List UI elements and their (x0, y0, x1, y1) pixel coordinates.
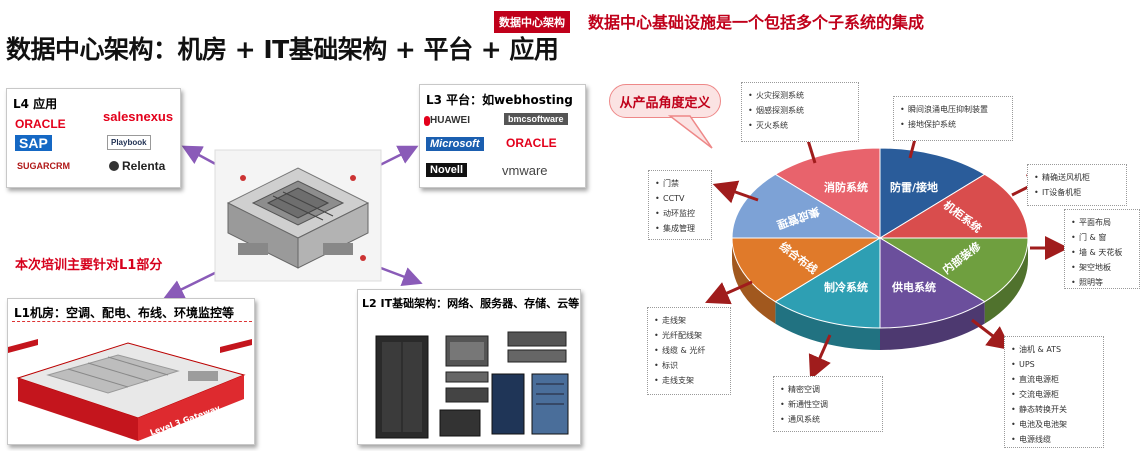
arrow-cabling (705, 280, 753, 305)
pie-label-fire: 消防系统 (824, 180, 868, 194)
pie-label-power: 供电系统 (891, 280, 936, 294)
list-item: 静态转换开关 (1011, 402, 1097, 417)
relenta-logo: Relenta (122, 159, 166, 173)
decoration-list-box: 平面布局 门 & 窗 墙 & 天花板 架空地板 照明等 (1064, 209, 1140, 290)
list-item: 线缆 & 光纤 (654, 343, 724, 358)
l1-card: L1机房：空调、配电、布线、环境监控等 Level 3 Gateway (7, 298, 255, 445)
pie-slice-fire (774, 147, 881, 239)
list-item: 光纤配线架 (654, 328, 724, 343)
fire-list-box: 火灾探测系统 烟感探测系统 灭火系统 (741, 82, 859, 142)
section-tag: 数据中心架构 (494, 11, 570, 33)
list-item: UPS (1011, 357, 1097, 372)
pie-slice-cabinet (878, 173, 1029, 239)
list-item: 直流电源柜 (1011, 372, 1097, 387)
pie-side-decoration (984, 238, 1028, 324)
list-item: 门 & 窗 (1071, 230, 1133, 245)
l1-floorplan-illustration (8, 339, 252, 441)
list-item: 电源线缆 (1011, 432, 1097, 447)
list-item: CCTV (655, 191, 705, 206)
huawei-logo: HUAWEI (430, 115, 470, 126)
pie-side-power (880, 301, 985, 350)
list-item: 新通性空调 (780, 397, 876, 412)
l4-title: L4 应用 (13, 97, 58, 111)
management-list-box: 门禁 CCTV 动环监控 集成管理 (648, 170, 712, 240)
list-item: 通风系统 (780, 412, 876, 427)
pie-side-cabling (732, 238, 776, 324)
l1-title: L1机房：空调、配电、布线、环境监控等 (14, 306, 234, 320)
huawei-icon (424, 116, 430, 126)
pie-tops (731, 147, 1029, 329)
arrow-management (712, 180, 759, 204)
section-subtitle: 数据中心基础设施是一个包括多个子系统的集成 (588, 13, 925, 32)
power-list-box: 油机 & ATS UPS 直流电源柜 交流电源柜 静态转换开关 电池及电池架 电… (1004, 336, 1104, 448)
sugarcrm-logo: SUGARCRM (17, 161, 70, 171)
datacenter-illustration (214, 149, 382, 282)
list-item: 动环监控 (655, 206, 705, 221)
list-item: 灭火系统 (748, 118, 852, 133)
pie-side-cooling (775, 301, 880, 350)
pie-slice-lightning (879, 147, 986, 239)
list-item: 平面布局 (1071, 215, 1133, 230)
bubble-tail (668, 115, 713, 149)
vmware-logo: vmware (502, 163, 548, 178)
list-item: 精密空调 (780, 382, 876, 397)
list-item: 电池及电池架 (1011, 417, 1097, 432)
list-item: 瞬间浪涌电压抑制装置 (900, 102, 1006, 117)
l2-title: L2 IT基础架构：网络、服务器、存储、云等 (362, 297, 580, 310)
microsoft-logo: Microsoft (426, 137, 484, 151)
list-item: 精确送风机柜 (1034, 170, 1120, 185)
pie-slice-cooling (774, 237, 881, 329)
l4-card: L4 应用 ORACLE salesnexus SAP Playbook SUG… (6, 88, 181, 188)
lightning-list-box: 瞬间浪涌电压抑制装置 接地保护系统 (893, 96, 1013, 141)
list-item: 交流电源柜 (1011, 387, 1097, 402)
relenta-icon (109, 161, 119, 171)
list-item: 照明等 (1071, 275, 1133, 290)
list-item: 架空地板 (1071, 260, 1133, 275)
list-item: 门禁 (655, 176, 705, 191)
l2-hardware-illustration (375, 331, 569, 439)
bmc-logo: bmcsoftware (504, 113, 568, 125)
l2-card: L2 IT基础架构：网络、服务器、存储、云等 (357, 289, 581, 445)
list-item: 墙 & 天花板 (1071, 245, 1133, 260)
pie-slice-management (731, 173, 882, 239)
training-note: 本次培训主要针对L1部分 (15, 258, 163, 273)
arrow-power (971, 318, 1012, 351)
pie-slice-power (879, 237, 986, 329)
l3-title: L3 平台：如webhosting (426, 93, 573, 107)
novell-logo: Novell (426, 163, 468, 177)
list-item: 集成管理 (655, 221, 705, 236)
oracle-logo: ORACLE (15, 117, 66, 131)
arrow-cooling (808, 334, 832, 380)
list-item: 走线架 (654, 313, 724, 328)
pie-sides (732, 238, 1028, 350)
l1-title-underline (12, 321, 252, 322)
list-item: 烟感探测系统 (748, 103, 852, 118)
salesnexus-logo: salesnexus (103, 109, 174, 124)
l3-card: L3 平台：如webhosting HUAWEI bmcsoftware Mic… (419, 84, 586, 188)
product-definition-bubble: 从产品角度定义 (609, 84, 721, 118)
playbook-logo: Playbook (107, 135, 151, 150)
oracle-logo-l3: ORACLE (506, 136, 557, 150)
list-item: 油机 & ATS (1011, 342, 1097, 357)
list-item: 走线支架 (654, 373, 724, 388)
main-title: 数据中心架构：机房 + IT基础架构 + 平台 + 应用 (6, 35, 559, 64)
cooling-list-box: 精密空调 新通性空调 通风系统 (773, 376, 883, 432)
list-item: 接地保护系统 (900, 117, 1006, 132)
list-item: 火灾探测系统 (748, 88, 852, 103)
pie-label-lightning: 防雷/接地 (890, 180, 938, 194)
pie-slice-decoration (878, 237, 1029, 303)
cabinet-list-box: 精确送风机柜 IT设备机柜 (1027, 164, 1127, 206)
sap-logo: SAP (15, 135, 52, 151)
pie-label-cooling: 制冷系统 (824, 280, 868, 294)
list-item: 标识 (654, 358, 724, 373)
cabling-list-box: 走线架 光纤配线架 线缆 & 光纤 标识 走线支架 (647, 307, 731, 395)
list-item: IT设备机柜 (1034, 185, 1120, 200)
pie-slice-cabling (731, 237, 882, 303)
